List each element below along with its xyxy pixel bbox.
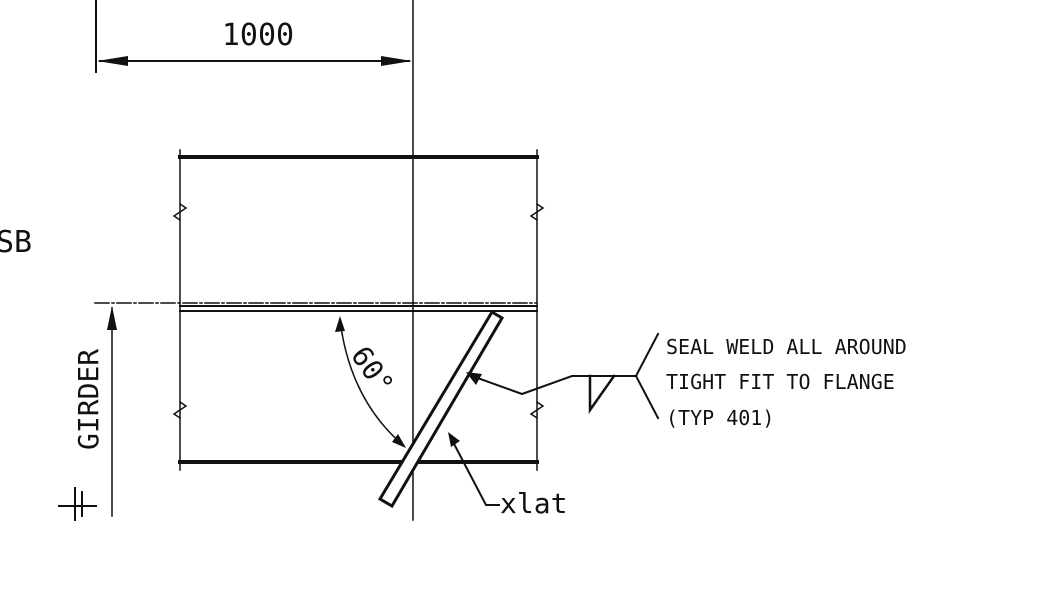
weld-symbol: SEAL WELD ALL AROUND TIGHT FIT TO FLANGE… [466, 332, 907, 430]
weld-tail-upper [634, 332, 660, 378]
break-mark-left-top [172, 202, 188, 222]
girder-text: GIRDER [72, 349, 105, 450]
weld-tail-lower [634, 374, 660, 420]
xlat-bar [377, 309, 505, 509]
girder-extent-arrow [107, 306, 117, 330]
weld-leader-line [470, 374, 637, 396]
dimension-1000: 1000 [95, 0, 414, 521]
break-mark-right-top [529, 202, 545, 222]
dim-arrow-left [97, 56, 128, 66]
dim-arrow-right [381, 56, 412, 66]
angle-label: 60° [344, 340, 400, 400]
weld-note-line3: (TYP 401) [666, 406, 774, 430]
break-mark-right-bottom [529, 400, 545, 420]
centerline-symbol [58, 487, 97, 521]
angle-arc [339, 319, 406, 448]
xlat-leader: xlat [448, 432, 567, 520]
angle-arrow-top [335, 316, 345, 332]
fillet-weld-triangle [588, 374, 616, 414]
xlat-leader-arrow [448, 432, 460, 447]
left-partial-label: SB [0, 225, 32, 260]
weld-note-line1: SEAL WELD ALL AROUND [666, 335, 907, 359]
girder-label: GIRDER [58, 306, 117, 521]
weld-leader-arrow [466, 372, 482, 385]
angle-arrow-bottom [392, 434, 406, 448]
dim-value: 1000 [222, 18, 294, 53]
xlat-leader-line [450, 438, 500, 506]
cross-lateral-member [377, 309, 505, 509]
girder-flange [94, 302, 538, 312]
xlat-label: xlat [500, 487, 567, 520]
break-mark-left-bottom [172, 400, 188, 420]
angle-indicator: 60° [335, 316, 406, 448]
weld-note-line2: TIGHT FIT TO FLANGE [666, 370, 895, 394]
